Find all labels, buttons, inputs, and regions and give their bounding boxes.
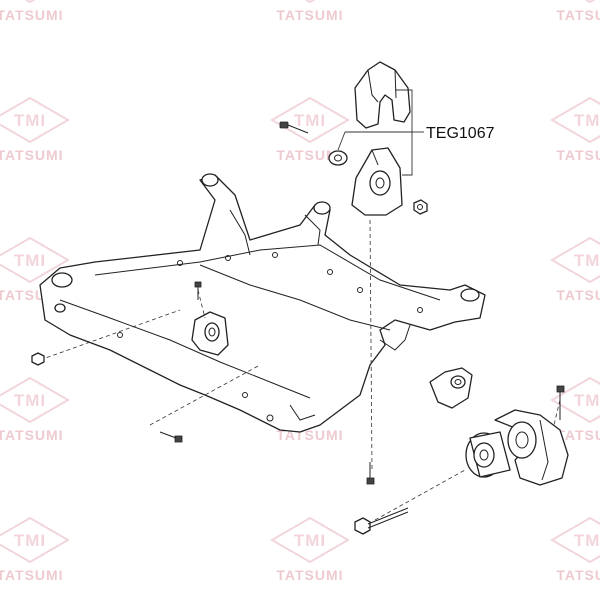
- lower-left-bolt: [159, 431, 183, 443]
- tmi-logo-watermark: TMI: [0, 376, 70, 424]
- tmi-logo-watermark: TMI: [550, 236, 600, 284]
- tatsumi-watermark-text: TATSUMI: [276, 147, 343, 163]
- tatsumi-watermark-text: TATSUMI: [556, 147, 600, 163]
- rear-mount-bolt: [556, 385, 565, 420]
- tatsumi-watermark-text: TATSUMI: [556, 567, 600, 583]
- mount-washer: [328, 150, 348, 166]
- tmi-logo-watermark: TMI: [304, 0, 316, 4]
- tmi-logo-text: TMI: [574, 251, 600, 270]
- tmi-logo-watermark: TMI: [550, 516, 600, 564]
- tmi-logo-text: TMI: [14, 111, 46, 130]
- tmi-logo-text: TMI: [294, 111, 326, 130]
- tatsumi-watermark-text: TATSUMI: [556, 7, 600, 23]
- tatsumi-watermark-text: TATSUMI: [0, 7, 64, 23]
- tatsumi-watermark-text: TATSUMI: [0, 567, 64, 583]
- tmi-logo-text: TMI: [14, 391, 46, 410]
- tmi-logo-text: TMI: [574, 391, 600, 410]
- tmi-logo-watermark: TMI: [24, 0, 36, 4]
- install-line-lower-right: [374, 469, 466, 521]
- front-subframe: [39, 173, 486, 433]
- left-bolt: [31, 352, 45, 366]
- tatsumi-watermark-text: TATSUMI: [0, 427, 64, 443]
- tatsumi-watermark-text: TATSUMI: [276, 7, 343, 23]
- rear-bushing: [465, 431, 511, 478]
- install-line-left-bolt: [197, 289, 206, 319]
- callout-leader-tip: [337, 131, 346, 151]
- tmi-logo-watermark: TMI: [550, 96, 600, 144]
- tmi-logo-watermark: TMI: [0, 236, 70, 284]
- tatsumi-watermark-text: TATSUMI: [276, 567, 343, 583]
- tatsumi-watermark-text: TATSUMI: [556, 287, 600, 303]
- tmi-logo-text: TMI: [294, 531, 326, 550]
- install-line-left: [39, 309, 181, 361]
- tmi-logo-watermark: TMI: [0, 96, 70, 144]
- vertical-long-bolt: [366, 462, 375, 485]
- rear-mount-bracket: [494, 409, 569, 486]
- small-bushing-bracket: [429, 367, 473, 409]
- tatsumi-watermark-text: TATSUMI: [0, 147, 64, 163]
- tmi-logo-watermark: TMI: [0, 516, 70, 564]
- tmi-logo-text: TMI: [14, 531, 46, 550]
- long-through-bolt: [354, 507, 409, 535]
- callout-bracket: [395, 89, 413, 176]
- mount-nut: [413, 199, 428, 215]
- mount-bolt-top: [279, 121, 309, 134]
- tmi-logo-watermark: TMI: [584, 0, 596, 4]
- tmi-logo-text: TMI: [574, 531, 600, 550]
- tmi-logo-text: TMI: [574, 111, 600, 130]
- tmi-logo-text: TMI: [14, 251, 46, 270]
- upper-mount-insulator: [354, 61, 411, 129]
- engine-mount-teg1067: [351, 147, 403, 216]
- part-number-label: TEG1067: [426, 125, 495, 142]
- tatsumi-watermark-text: TATSUMI: [556, 427, 600, 443]
- left-mount-bracket: [191, 311, 229, 356]
- tmi-logo-watermark: TMI: [270, 516, 350, 564]
- left-mount-bolt: [194, 281, 202, 300]
- tmi-logo-watermark: TMI: [270, 96, 350, 144]
- tmi-logo-watermark: TMI: [550, 376, 600, 424]
